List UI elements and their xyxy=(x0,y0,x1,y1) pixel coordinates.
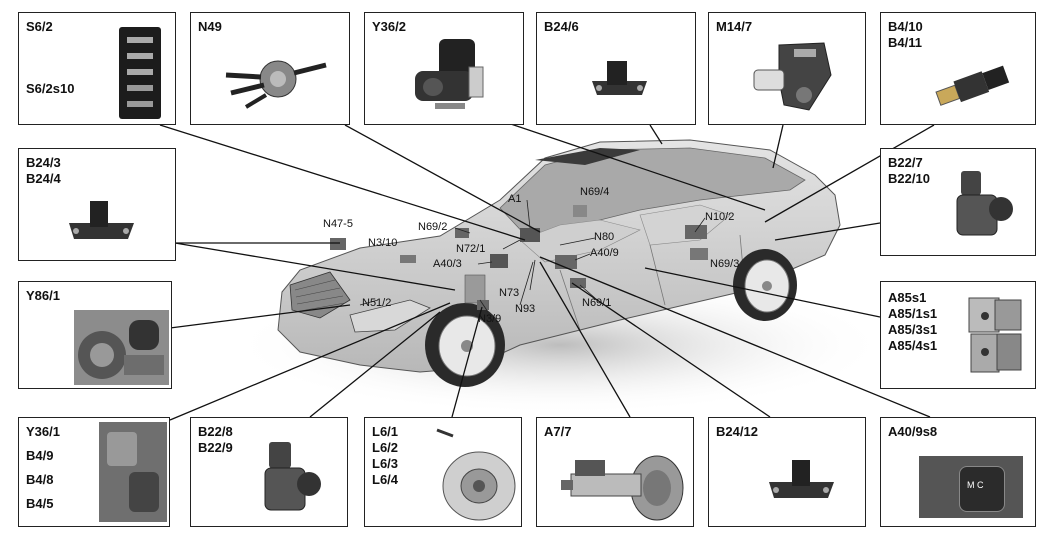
label-b22-7: B22/7 xyxy=(888,155,923,170)
lock-motor-image xyxy=(753,42,832,111)
label-a85-1s1: A85/1s1 xyxy=(888,306,938,321)
level-sensor-image xyxy=(264,442,321,511)
label-a85-4s1: A85/4s1 xyxy=(888,338,938,353)
box-y86-1: Y86/1 xyxy=(18,281,172,389)
sensor-image xyxy=(592,61,647,95)
box-m14-7: M14/7 xyxy=(708,12,866,125)
label-b4-9: B4/9 xyxy=(26,448,54,463)
valve-image xyxy=(415,39,484,109)
switch-block-image xyxy=(968,297,1022,373)
box-l6: L6/1 L6/2 L6/3 L6/4 xyxy=(364,417,522,527)
callout-n69-1: N69/1 xyxy=(582,297,612,309)
callout-a40-3: A40/3 xyxy=(433,258,462,270)
label-l6-4: L6/4 xyxy=(372,472,399,487)
suspension-switch-image: M C xyxy=(919,456,1023,518)
callout-a1: A1 xyxy=(508,193,522,205)
sensor-image xyxy=(769,460,834,498)
callout-n69-2: N69/2 xyxy=(418,221,448,233)
label-b24-3: B24/3 xyxy=(26,155,61,170)
callout-n72-1: N72/1 xyxy=(456,243,486,255)
hydraulic-unit-photo xyxy=(99,422,167,522)
label-b22-10: B22/10 xyxy=(888,171,930,186)
box-y36-2: Y36/2 xyxy=(364,12,524,125)
car-illustration xyxy=(277,139,841,387)
callout-n69-4: N69/4 xyxy=(580,186,610,198)
callout-a40-9: A40/9 xyxy=(590,247,619,259)
box-b24-3: B24/3 B24/4 xyxy=(18,148,176,261)
label-b4-8: B4/8 xyxy=(26,472,54,487)
box-b24-12: B24/12 xyxy=(708,417,866,527)
label-y36-1: Y36/1 xyxy=(26,424,60,439)
label-s6-2s10: S6/2s10 xyxy=(26,81,75,96)
label-a85s1: A85s1 xyxy=(888,290,927,305)
box-s6-2: S6/2 S6/2s10 xyxy=(18,12,176,125)
label-b4-5: B4/5 xyxy=(26,496,54,511)
label-n49: N49 xyxy=(198,19,222,34)
label-a85-3s1: A85/3s1 xyxy=(888,322,938,337)
box-b22-7: B22/7 B22/10 xyxy=(880,148,1036,256)
box-y36-1: Y36/1 B4/9 B4/8 B4/5 xyxy=(18,417,170,527)
label-l6-3: L6/3 xyxy=(372,456,399,471)
callout-n51-2: N51/2 xyxy=(362,297,392,309)
box-b4-10: B4/10 B4/11 xyxy=(880,12,1036,125)
label-a40-9s8: A40/9s8 xyxy=(888,424,938,439)
label-b4-10: B4/10 xyxy=(888,19,923,34)
callout-n47-5: N47-5 xyxy=(323,218,353,230)
box-n49: N49 xyxy=(190,12,350,125)
engine-photo-image xyxy=(74,310,169,385)
label-s6-2: S6/2 xyxy=(26,19,53,34)
callout-n80: N80 xyxy=(594,231,615,243)
level-sensor-image xyxy=(956,171,1013,236)
callout-n69-3: N69/3 xyxy=(710,258,740,270)
label-y86-1: Y86/1 xyxy=(26,288,60,303)
label-b4-11: B4/11 xyxy=(888,35,922,50)
box-a40-9s8: A40/9s8 M C xyxy=(880,417,1036,527)
callout-n3-10: N3/10 xyxy=(368,237,398,249)
car-sunroof xyxy=(535,148,640,165)
switch-panel-image xyxy=(119,27,161,119)
box-a7-7: A7/7 xyxy=(536,417,694,527)
box-b24-6: B24/6 xyxy=(536,12,696,125)
sensor-image xyxy=(69,201,134,239)
box-b22-8: B22/8 B22/9 xyxy=(190,417,348,527)
label-b24-4: B24/4 xyxy=(26,171,61,186)
steering-column-switch-image xyxy=(225,60,327,109)
label-m14-7: M14/7 xyxy=(716,19,753,34)
callout-n73: N73 xyxy=(499,287,520,299)
label-l6-1: L6/1 xyxy=(372,424,399,439)
callout-n10-2: N10/2 xyxy=(705,211,735,223)
box-a85: A85s1 A85/1s1 A85/3s1 A85/4s1 xyxy=(880,281,1036,389)
label-a7-7: A7/7 xyxy=(544,424,572,439)
label-l6-2: L6/2 xyxy=(372,440,399,455)
callout-n93: N93 xyxy=(515,303,536,315)
callout-n3-9: N3/9 xyxy=(478,313,502,325)
pressure-sensor-image xyxy=(935,65,1010,106)
brake-disc-image xyxy=(436,428,516,521)
brake-booster-image xyxy=(561,455,684,521)
label-b22-9: B22/9 xyxy=(198,440,233,455)
label-b22-8: B22/8 xyxy=(198,424,233,439)
switch-glyph: M C xyxy=(967,480,984,490)
label-y36-2: Y36/2 xyxy=(372,19,406,34)
label-b24-12: B24/12 xyxy=(716,424,758,439)
label-b24-6: B24/6 xyxy=(544,19,579,34)
